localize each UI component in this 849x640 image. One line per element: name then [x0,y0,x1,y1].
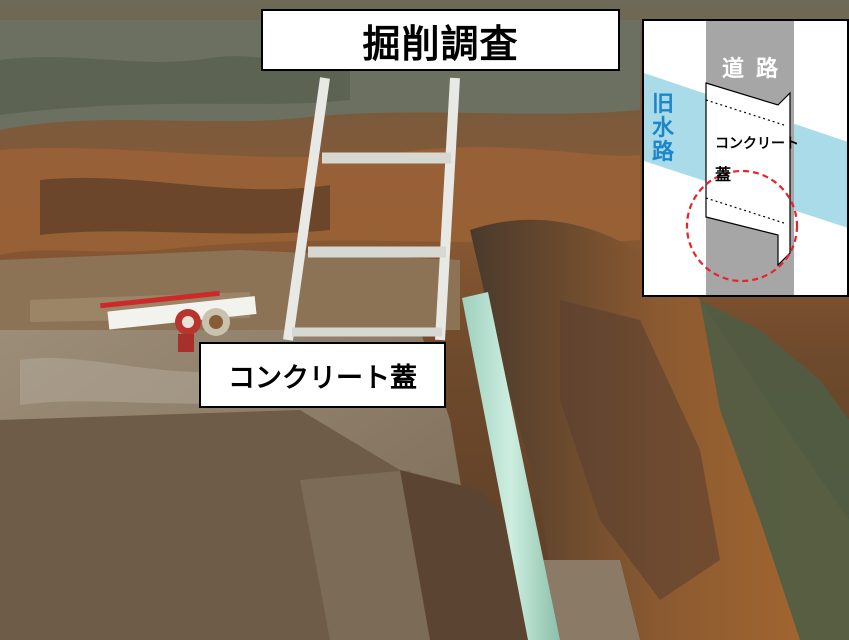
cover-label-line2: 蓋 [715,165,732,184]
plan-diagram [644,21,847,295]
cover-label-line1: コンクリート [715,136,799,152]
measuring-tools [100,290,257,352]
highlight-circle [685,169,799,283]
ladder [283,77,460,341]
concrete-cover-label: コンクリート蓋 [199,342,446,408]
road-label: 道路 [721,57,790,82]
concrete-cover-shape [705,82,791,267]
page-title: 掘削調査 [261,9,620,71]
water-pipe [462,292,560,640]
plan-diagram-inset: 道路 旧 水 路 コンクリート 蓋 [642,19,849,297]
old-canal-label: 旧 水 路 [651,92,674,165]
